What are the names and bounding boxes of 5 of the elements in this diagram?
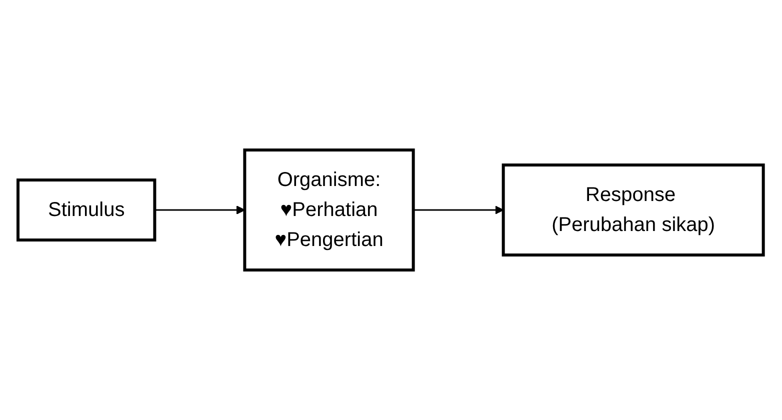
node-box: Response (Perubahan sikap) [502, 164, 766, 256]
arrow [414, 206, 504, 214]
arrow [155, 206, 246, 214]
node-box: Stimulus [16, 178, 157, 242]
node-box: Organisme: ♥Perhatian ♥Pengertian [244, 148, 416, 272]
